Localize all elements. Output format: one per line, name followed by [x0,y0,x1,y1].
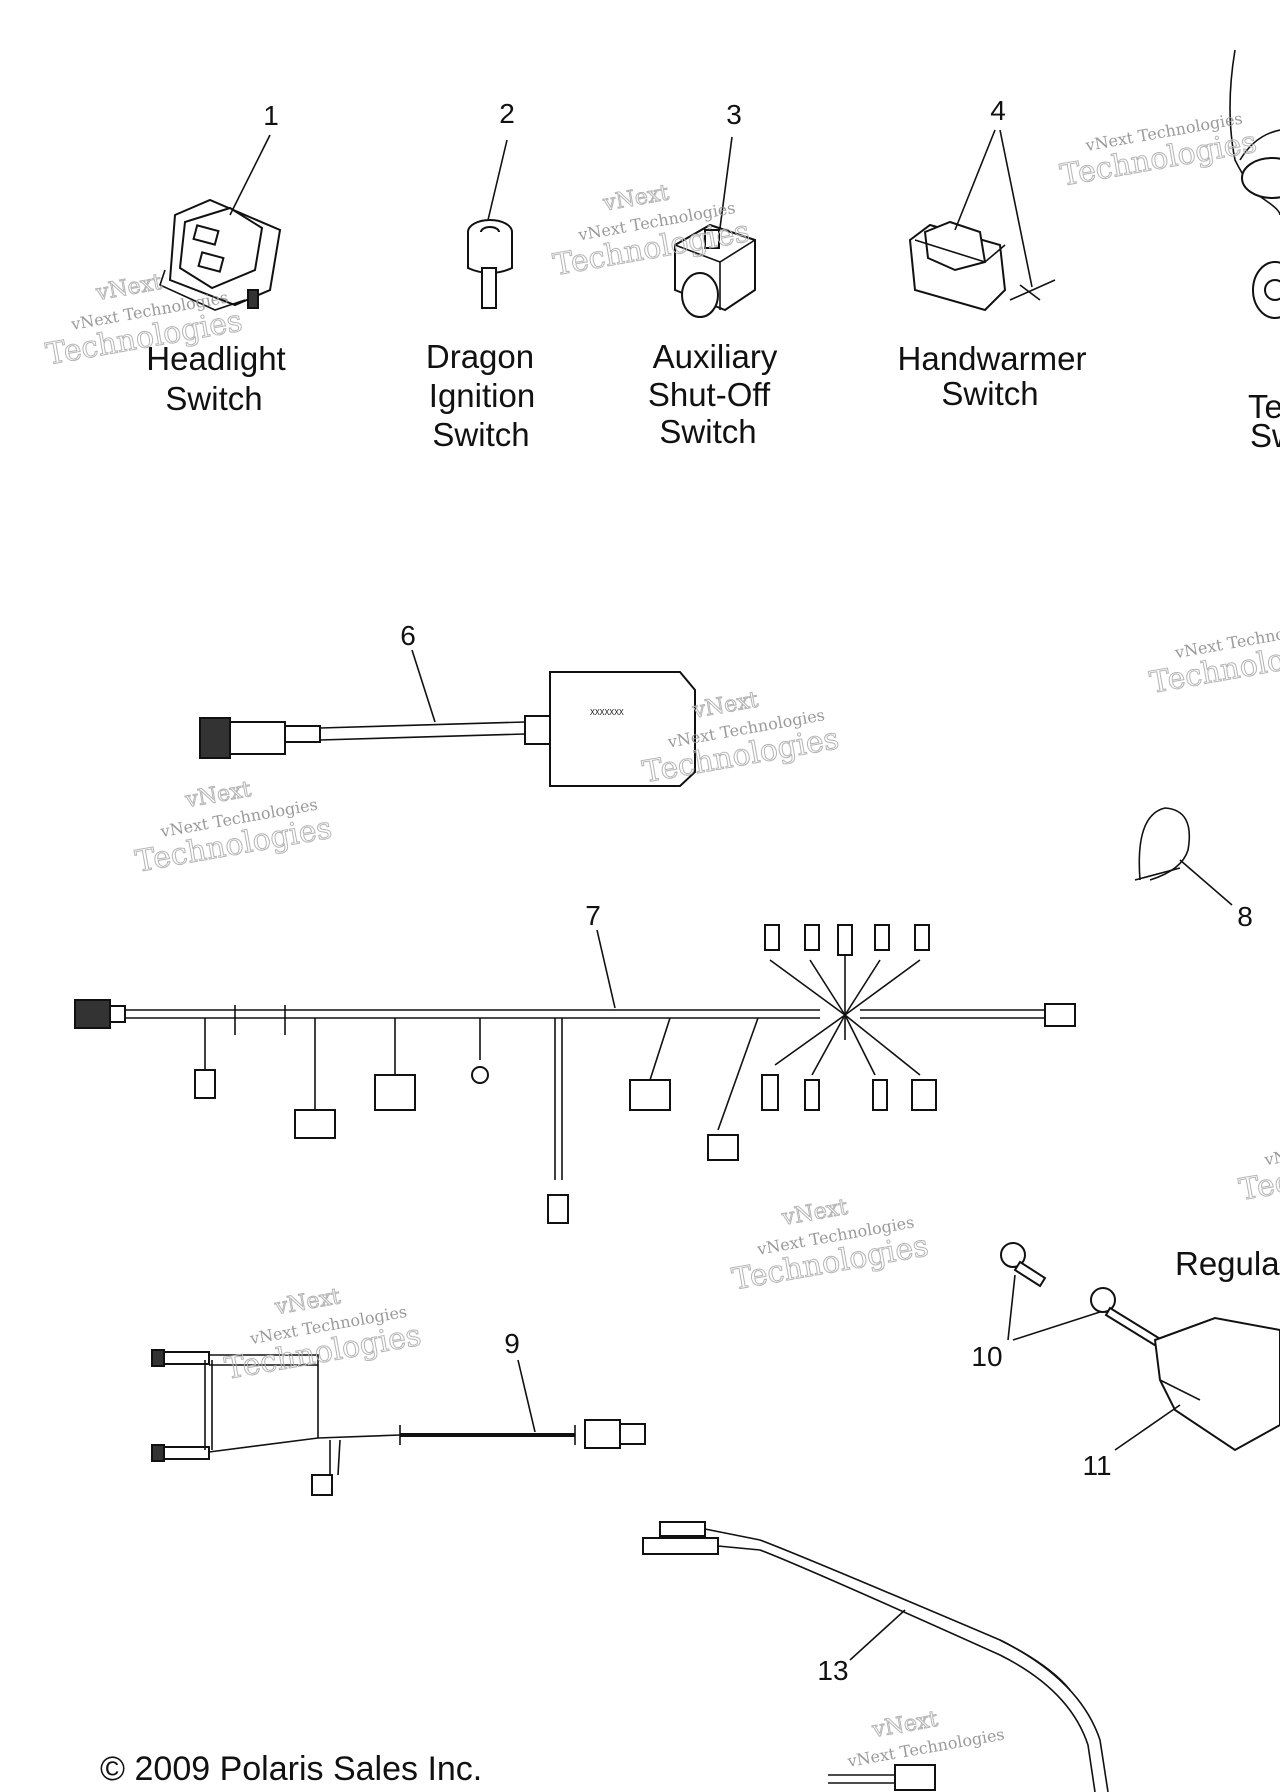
regulator-label-partial: Regula [1175,1245,1280,1282]
callout-9: 9 [504,1328,520,1359]
auxiliary-switch-label-line3: Switch [659,413,756,450]
module-part-number-text: XXXXXXX [590,708,624,717]
main-wiring-harness-part[interactable] [74,924,1076,1224]
handwarmer-switch-label-line2: Switch [941,375,1038,412]
dragon-switch-label-line3: Switch [432,416,529,453]
headlight-switch-label-line2: Switch [165,380,262,417]
dragon-switch-label-line2: Ignition [429,377,535,414]
handwarmer-harness-part[interactable] [151,1349,646,1496]
regulator-part-partial[interactable] [1153,1316,1280,1452]
cable-tie-part[interactable] [1134,807,1190,881]
thumb-switch-label-partial-line2: Sw [1250,417,1280,454]
auxiliary-switch-label-line1: Auxiliary [653,338,778,375]
handwarmer-switch-label-line1: Handwarmer [898,340,1087,377]
auxiliary-switch-label-line2: Shut-Off [648,376,771,413]
handwarmer-switch-part[interactable] [908,220,1056,312]
headlight-switch-part[interactable] [159,198,282,311]
callout-10: 10 [971,1341,1002,1372]
callout-3: 3 [726,99,742,130]
dragon-switch-label-line1: Dragon [426,338,534,375]
bolt-part-upper[interactable] [1000,1242,1047,1288]
callout-11: 11 [1082,1450,1111,1481]
callout-2: 2 [499,98,515,129]
svg-text:vNext Technologies: vNext Technologies [1262,1123,1280,1169]
callout-7: 7 [585,900,601,931]
headlight-switch-label-line1: Headlight [146,340,285,377]
callout-13: 13 [817,1655,848,1686]
sensor-harness-part[interactable] [642,1521,1109,1792]
thumb-switch-label-partial-line1: Te [1248,388,1280,425]
watermark-group: vNext vNext Technologies Technologies vN… [43,109,1280,1771]
callout-4: 4 [990,95,1006,126]
auxiliary-shutoff-switch-part[interactable] [674,223,756,318]
harness-module-part[interactable]: XXXXXXX [199,671,696,787]
callout-8: 8 [1237,901,1253,932]
dragon-ignition-switch-part[interactable] [467,219,513,309]
callout-6: 6 [400,620,416,651]
callout-1: 1 [263,100,279,131]
copyright-text: © 2009 Polaris Sales Inc. [100,1750,482,1788]
thumb-switch-part-partial[interactable] [1229,49,1280,319]
